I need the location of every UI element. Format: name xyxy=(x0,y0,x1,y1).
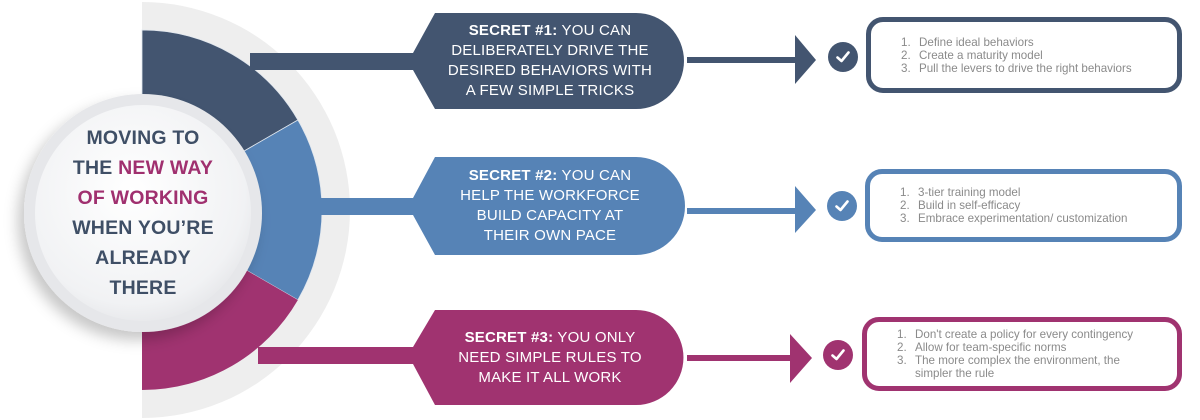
check-circle-icon xyxy=(827,191,857,221)
secret-3-text-1: YOU ONLY xyxy=(557,328,636,346)
hub-line-4: WHEN YOU’RE xyxy=(72,217,214,239)
secret-2-line-3: BUILD CAPACITY AT xyxy=(476,207,624,224)
secret-1-title: SECRET #1: YOU CAN DELIBERATELY DRIVE TH… xyxy=(425,13,675,109)
secret-1-list: Define ideal behaviors Create a maturity… xyxy=(871,36,1132,75)
secret-1-line-4: A FEW SIMPLE TRICKS xyxy=(465,82,635,99)
hub-line-2: THE NEW WAY xyxy=(73,153,213,183)
secret-2-line-2: HELP THE WORKFORCE xyxy=(460,187,640,204)
hub-title: MOVING TO THE NEW WAY OF WORKING WHEN YO… xyxy=(24,93,262,333)
secret-3-label: SECRET #3: xyxy=(464,328,554,346)
check-circle-icon xyxy=(828,42,858,72)
hub-line-5: ALREADY xyxy=(95,247,191,269)
secret-1-line-1: SECRET #1: YOU CAN xyxy=(469,21,632,41)
list-item: Define ideal behaviors xyxy=(901,35,1034,49)
hub-line-3: OF WORKING xyxy=(77,187,209,209)
list-item: Create a maturity model xyxy=(901,48,1043,62)
secret-2-label: SECRET #2: xyxy=(468,167,558,184)
list-item: The more complex the environment, the si… xyxy=(897,354,1120,380)
secret-2-line-1: SECRET #2: YOU CAN xyxy=(469,166,632,186)
hub-accent-1: NEW WAY xyxy=(118,157,214,179)
secret-2-text-1: YOU CAN xyxy=(561,167,632,184)
secret-3-line-3: MAKE IT ALL WORK xyxy=(478,368,622,386)
secret-2-outcomes: 3-tier training model Build in self-effi… xyxy=(865,169,1182,242)
arrow-1 xyxy=(687,35,816,84)
connector-2 xyxy=(300,198,420,215)
secret-3-list: Don't create a policy for every continge… xyxy=(867,328,1145,380)
hub-line-2-pre: THE xyxy=(72,157,119,179)
secret-3-line-2: NEED SIMPLE RULES TO xyxy=(458,348,642,366)
list-item: Embrace experimentation/ customization xyxy=(900,212,1128,225)
arrow-3 xyxy=(687,334,812,383)
secret-2-line-4: THEIR OWN PACE xyxy=(483,227,617,244)
secret-2-title: SECRET #2: YOU CAN HELP THE WORKFORCE BU… xyxy=(425,157,675,255)
hub-line-1: MOVING TO xyxy=(86,127,200,149)
secret-1-line-3: DESIRED BEHAVIORS WITH xyxy=(447,62,653,79)
check-circle-icon xyxy=(823,340,853,370)
list-item: Don't create a policy for every continge… xyxy=(897,328,1134,341)
arrow-2 xyxy=(687,186,816,233)
secret-3-outcomes: Don't create a policy for every continge… xyxy=(862,317,1182,391)
list-item: Pull the levers to drive the right behav… xyxy=(901,61,1132,75)
ring-segment-magenta xyxy=(142,265,298,390)
secret-1-pill xyxy=(413,13,684,109)
hub-face xyxy=(35,105,251,321)
secret-3-line-1: SECRET #3: YOU ONLY xyxy=(465,328,636,348)
list-item: 3-tier training model xyxy=(900,186,1021,199)
secret-3-pill xyxy=(413,310,684,405)
secret-2-list: 3-tier training model Build in self-effi… xyxy=(870,186,1127,225)
secret-1-line-2: DELIBERATELY DRIVE THE xyxy=(451,42,649,59)
secret-3-title: SECRET #3: YOU ONLY NEED SIMPLE RULES TO… xyxy=(425,310,675,405)
secret-2-pill xyxy=(413,157,685,255)
secret-1-outcomes: Define ideal behaviors Create a maturity… xyxy=(866,17,1182,93)
list-item: Allow for team-specific norms xyxy=(897,341,1067,354)
list-item: Build in self-efficacy xyxy=(900,199,1021,212)
secret-1-label: SECRET #1: xyxy=(468,22,558,39)
hub-line-6: THERE xyxy=(109,277,177,299)
secret-1-text-1: YOU CAN xyxy=(561,22,632,39)
connector-1 xyxy=(250,53,420,70)
connector-3 xyxy=(258,347,420,364)
